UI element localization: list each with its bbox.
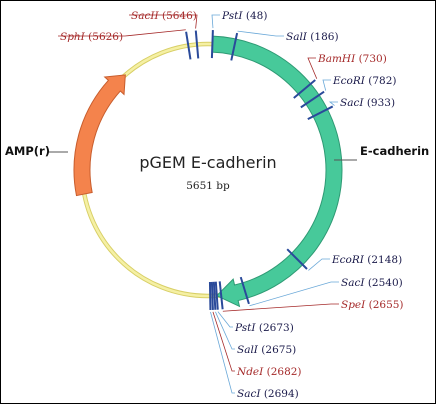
site-position: (5646) <box>159 10 197 22</box>
plasmid-size: 5651 bp <box>186 180 230 192</box>
site-leader-line <box>328 101 338 106</box>
site-position: (730) <box>355 53 387 65</box>
site-leader-line <box>58 29 186 37</box>
site-position: (5626) <box>85 31 123 43</box>
site-mark <box>210 30 214 59</box>
feature-amp-label: AMP(r) <box>5 144 50 158</box>
site-mark <box>230 32 239 61</box>
site-mark <box>218 281 224 310</box>
site-label: SacI (933) <box>340 97 395 109</box>
site-mark <box>212 281 217 310</box>
site-position: (782) <box>365 75 397 87</box>
site-position: (2673) <box>256 322 294 334</box>
site-label: PstI (2673) <box>234 322 294 334</box>
site-leader-line <box>307 57 318 79</box>
site-mark <box>293 79 316 99</box>
site-leader-line <box>212 311 235 372</box>
site-label: BamHI (730) <box>317 53 387 65</box>
site-mark <box>300 90 325 109</box>
site-enzyme-name: SpeI <box>341 299 366 311</box>
site-mark <box>214 281 219 310</box>
site-enzyme-name: SphI <box>60 31 86 43</box>
site-mark <box>307 105 334 121</box>
site-position: (2540) <box>364 277 402 289</box>
site-enzyme-name: PstI <box>234 322 256 334</box>
site-label: SacII (5646) <box>131 10 197 22</box>
site-enzyme-name: SacI <box>341 277 365 289</box>
site-enzyme-name: SacI <box>237 388 261 400</box>
site-position: (2148) <box>364 254 402 266</box>
site-enzyme-name: SacII <box>131 10 159 22</box>
site-enzyme-name: BamHI <box>317 53 356 65</box>
site-label: PstI (48) <box>221 10 267 22</box>
feature-e-cadherin-arrow <box>211 35 343 308</box>
site-position: (933) <box>363 97 395 109</box>
site-label: SacI (2694) <box>237 388 299 400</box>
site-mark <box>239 276 250 305</box>
site-label: SphI (5626) <box>60 31 123 43</box>
plasmid-name: pGEM E-cadherin <box>139 153 276 172</box>
site-leader-line <box>129 14 198 29</box>
feature-amp-arrow <box>73 74 126 197</box>
site-position: (186) <box>307 31 339 43</box>
site-leader-line <box>211 14 220 29</box>
site-label: SalI (2675) <box>237 344 296 356</box>
site-mark <box>185 31 192 60</box>
site-label: NdeI (2682) <box>236 366 302 378</box>
site-label: SacI (2540) <box>341 277 403 289</box>
site-mark <box>210 281 214 310</box>
site-position: (48) <box>243 10 268 22</box>
site-leader-line <box>237 30 284 37</box>
site-leader-line <box>217 311 233 328</box>
site-enzyme-name: SalI <box>237 344 259 356</box>
site-label: SalI (186) <box>286 31 339 43</box>
site-enzyme-name: SacI <box>340 97 364 109</box>
site-leader-line <box>222 303 339 312</box>
site-leader-line <box>308 258 330 271</box>
restriction-sites: SacII (5646) SphI (5626) PstI (48) SalI (18… <box>58 10 404 400</box>
site-enzyme-name: EcoRI <box>331 254 365 266</box>
site-enzyme-name: SalI <box>286 31 308 43</box>
site-leader-line <box>215 311 235 350</box>
site-position: (2694) <box>260 388 298 400</box>
site-enzyme-name: PstI <box>221 10 243 22</box>
site-mark <box>194 30 200 59</box>
site-label: EcoRI (2148) <box>331 254 402 266</box>
site-enzyme-name: EcoRI <box>332 75 366 87</box>
site-enzyme-name: NdeI <box>236 366 264 378</box>
site-label: SpeI (2655) <box>341 299 404 311</box>
site-leader-line <box>210 311 235 394</box>
site-mark <box>286 248 308 270</box>
site-position: (2675) <box>258 344 296 356</box>
site-leader-line <box>249 281 339 307</box>
site-label: EcoRI (782) <box>332 75 397 87</box>
feature-e-cadherin-label: E-cadherin <box>360 144 429 158</box>
site-position: (2655) <box>365 299 403 311</box>
site-position: (2682) <box>263 366 301 378</box>
site-leader-line <box>322 79 331 91</box>
